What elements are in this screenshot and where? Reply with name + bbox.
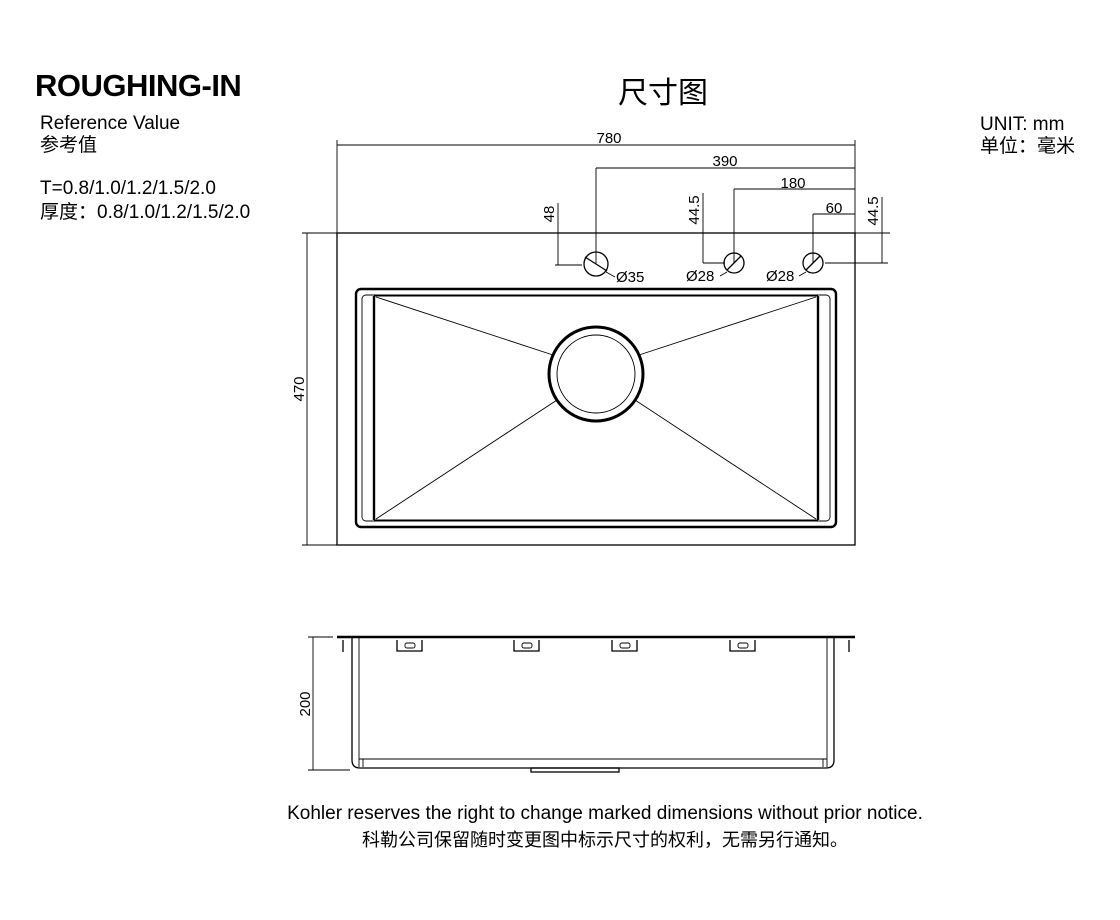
bowl-outline <box>354 287 838 529</box>
disclaimer: Kohler reserves the right to change mark… <box>287 803 923 824</box>
thickness-label-cn: 厚度：0.8/1.0/1.2/1.5/2.0 <box>40 202 251 223</box>
dim-48: 48 <box>541 206 558 223</box>
dim-dia-35: Ø35 <box>616 269 644 286</box>
dim-60: 60 <box>826 200 843 217</box>
thickness-label: T=0.8/1.0/1.2/1.5/2.0 <box>40 178 216 199</box>
page-title: ROUGHING-IN <box>35 68 242 103</box>
side-view: 200 <box>297 635 855 773</box>
disclaimer-cn: 科勒公司保留随时变更图中标示尺寸的权利，无需另行通知。 <box>362 830 848 850</box>
dim-dia-28-a: Ø28 <box>686 268 714 285</box>
unit-label-cn: 单位：毫米 <box>980 136 1076 157</box>
drain-inner <box>556 334 636 414</box>
dim-dia-28-b: Ø28 <box>766 268 794 285</box>
mounting-clips <box>396 640 756 652</box>
unit-label: UNIT: mm <box>980 114 1065 135</box>
bowl-inner <box>361 294 831 522</box>
dim-44-5-right: 44.5 <box>865 196 882 225</box>
dim-390: 390 <box>712 153 737 170</box>
dim-44-5-left: 44.5 <box>686 195 703 224</box>
dim-470: 470 <box>291 376 308 401</box>
reference-value-label-cn: 参考值 <box>40 135 98 156</box>
page-title-cn: 尺寸图 <box>618 77 708 110</box>
dim-200: 200 <box>297 691 314 716</box>
reference-value-label: Reference Value <box>40 113 181 134</box>
dim-180: 180 <box>780 175 805 192</box>
drain-outer <box>547 325 645 423</box>
top-view: 780 390 180 60 48 44.5 44.5 Ø35 Ø28 Ø28 … <box>291 130 890 546</box>
dim-780: 780 <box>596 130 621 147</box>
